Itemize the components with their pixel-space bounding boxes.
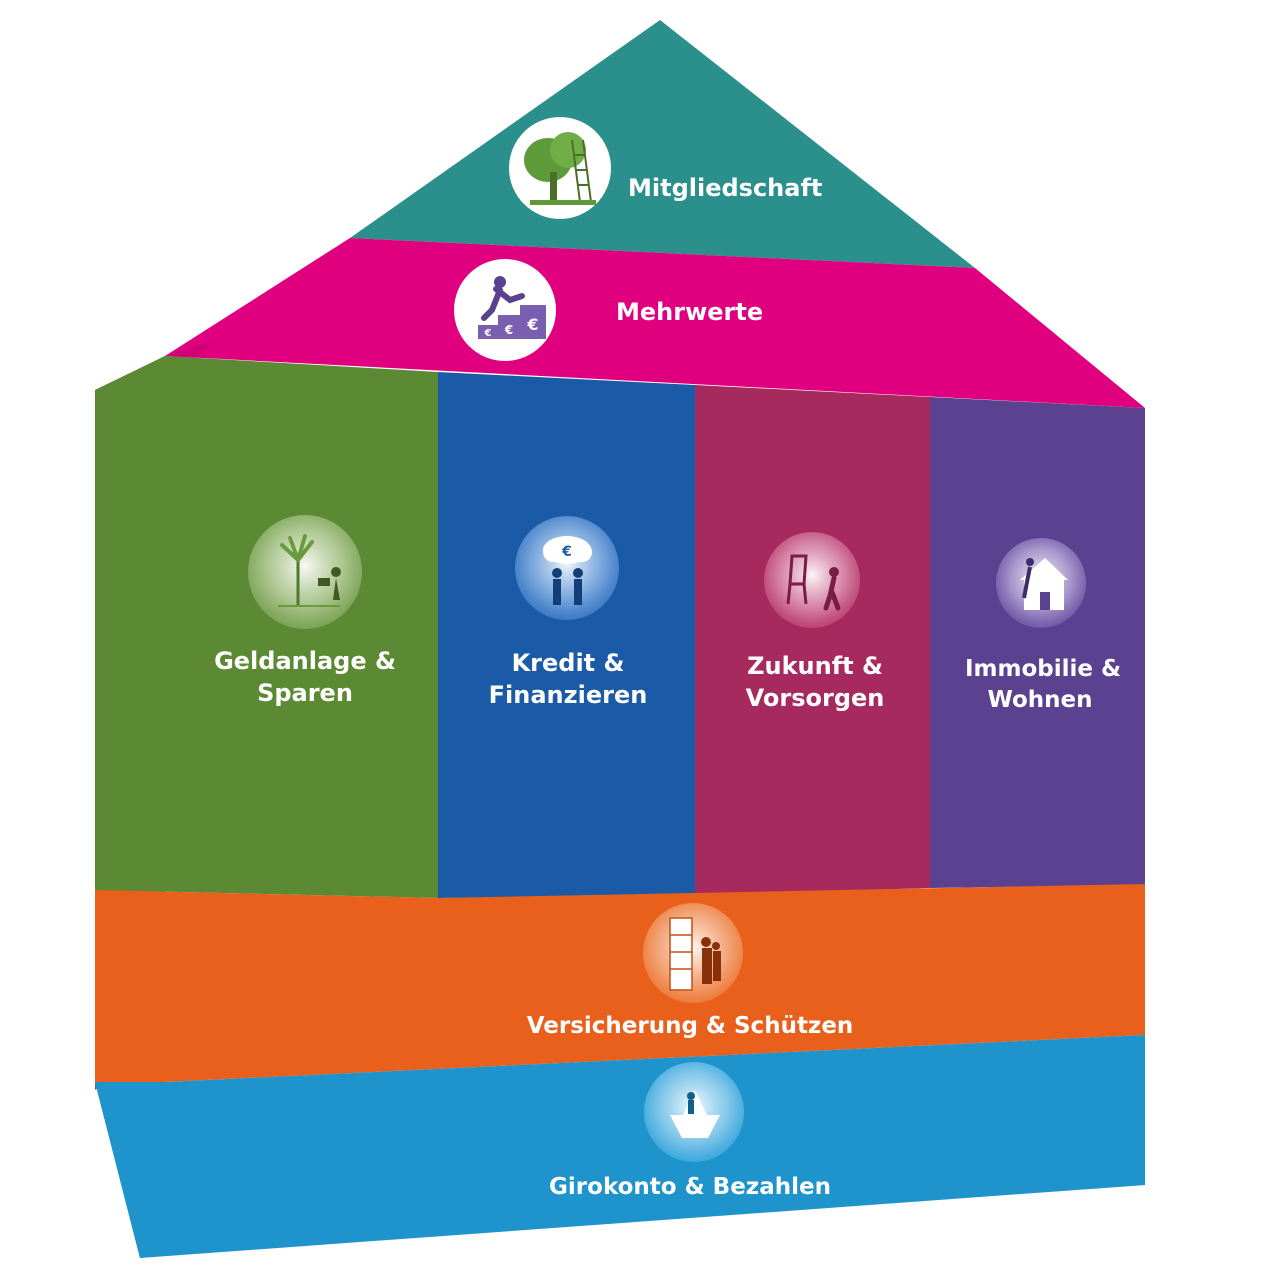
pillar-protection-icon: [669, 917, 721, 991]
svg-text:€: €: [526, 315, 538, 334]
paper-boat-icon: [670, 1090, 720, 1138]
pillar-zukunft-circle: [764, 532, 860, 628]
roof-middle-block: [165, 238, 1145, 408]
pillar-kredit-circle: [515, 516, 619, 620]
roof-top-block: [350, 20, 975, 268]
svg-text:€: €: [561, 544, 572, 560]
plant-watering-icon: [278, 534, 341, 607]
pillar-zukunft-line1: Zukunft &: [747, 652, 883, 680]
pillar-zukunft-block: [695, 385, 930, 895]
pillar-geldanlage-label: Geldanlage & Sparen: [203, 645, 407, 710]
roof-top-label: Mitgliedschaft: [628, 172, 822, 204]
band-girokonto-text: Girokonto & Bezahlen: [549, 1174, 831, 1200]
svg-text:€: €: [504, 323, 513, 337]
pillar-immobilie-line1: Immobilie &: [965, 656, 1122, 682]
climbing-euro-steps-icon: € € €: [478, 276, 546, 339]
pillar-immobilie-label: Immobilie & Wohnen: [965, 654, 1122, 716]
pillar-immobilie-block: [930, 397, 1145, 888]
euro-thought-cloud-icon: €: [543, 536, 592, 605]
band-versicherung-block: [95, 884, 1145, 1082]
pillar-zukunft-label: Zukunft & Vorsorgen: [733, 650, 897, 715]
pillar-zukunft-line2: Vorsorgen: [745, 684, 885, 713]
pillar-kredit-label: Kredit & Finanzieren: [478, 647, 658, 712]
pillar-geldanlage-block: [95, 356, 438, 898]
pillar-kredit-line1: Kredit &: [511, 649, 625, 677]
band-versicherung-text: Versicherung & Schützen: [526, 1013, 854, 1039]
pillar-geldanlage-line1: Geldanlage &: [214, 647, 396, 675]
roof-middle-label: Mehrwerte: [616, 296, 763, 328]
pillar-kredit-line2: Finanzieren: [488, 681, 648, 710]
tree-ladder-icon: [524, 132, 596, 205]
band-girokonto-block: [95, 1035, 1145, 1258]
house-painting-icon: [1020, 558, 1068, 610]
pillar-immobilie-line2: Wohnen: [987, 687, 1093, 714]
band-versicherung-circle: [643, 903, 743, 1003]
svg-text:€: €: [484, 328, 492, 339]
pillar-geldanlage-line2: Sparen: [257, 679, 353, 708]
pillar-kredit-block: [438, 372, 695, 898]
pillar-geldanlage-circle: [248, 515, 362, 629]
chair-walking-icon: [786, 554, 841, 611]
band-versicherung-label: Versicherung & Schützen: [500, 1011, 880, 1042]
band-girokonto-label: Girokonto & Bezahlen: [530, 1172, 850, 1203]
roof-middle-label-text: Mehrwerte: [616, 298, 764, 326]
roof-top-label-text: Mitgliedschaft: [628, 174, 823, 202]
